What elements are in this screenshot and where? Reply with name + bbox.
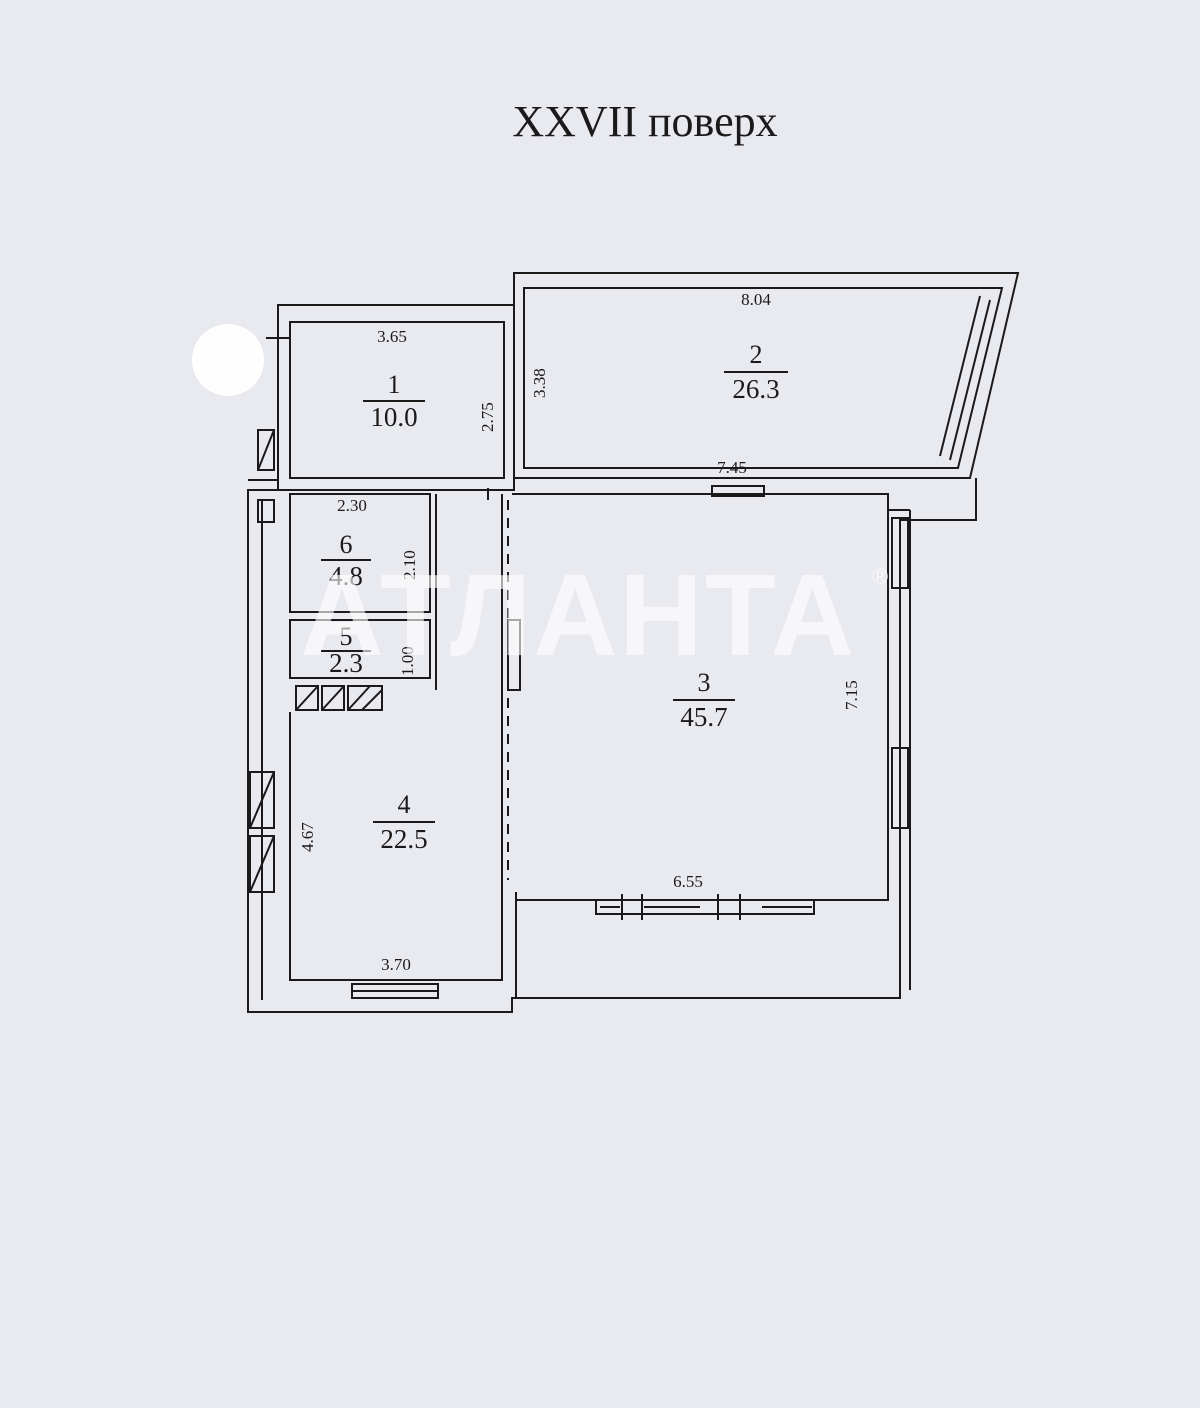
- room-2-rule: [724, 371, 788, 373]
- watermark-logo: АТЛАНТА: [300, 550, 857, 680]
- windows: [266, 337, 909, 999]
- room-6-rule: [321, 559, 371, 561]
- room-3-area: 45.7: [680, 702, 728, 732]
- room-1-walls: [277, 304, 515, 491]
- dim-room-2-height: 3.38: [530, 368, 549, 398]
- room-2-number: 2: [749, 340, 763, 369]
- dim-room-3-height: 7.15: [842, 680, 861, 710]
- room-1-rule: [363, 400, 425, 402]
- room-5-walls: [289, 619, 431, 679]
- watermark-registered-mark: ®: [872, 564, 889, 589]
- dim-room-6-width: 2.30: [337, 496, 367, 515]
- room-5-rule: [321, 650, 371, 652]
- room-1-number: 1: [387, 370, 401, 399]
- dim-room-4-height: 4.67: [298, 822, 317, 852]
- main-shell-walls: [247, 478, 977, 1013]
- room-4-rule: [373, 821, 435, 823]
- room-2-area: 26.3: [732, 374, 780, 404]
- dim-room-1-width: 3.65: [377, 327, 407, 346]
- ventilation-shafts: [249, 429, 383, 893]
- room-2-walls: [513, 272, 1020, 479]
- dim-room-3-bottom: 6.55: [673, 872, 703, 891]
- dim-room-1-height: 2.75: [478, 402, 497, 432]
- room-1-area: 10.0: [370, 402, 418, 432]
- floor-title: XXVII поверх: [512, 97, 778, 146]
- room-5-number: 5: [339, 622, 353, 651]
- room-4-walls: [289, 494, 503, 981]
- room-4-area: 22.5: [380, 824, 428, 854]
- room-4-number: 4: [397, 790, 411, 819]
- room-5-area: 2.3: [329, 648, 363, 678]
- room-3-rule: [673, 699, 735, 701]
- room-6-number: 6: [339, 530, 353, 559]
- dim-room-2-bottom: 7.45: [717, 458, 747, 477]
- dim-room-4-bottom: 3.70: [381, 955, 411, 974]
- room-6-walls: [289, 493, 437, 690]
- room-6-area: 4.8: [329, 561, 363, 591]
- dim-room-2-top: 8.04: [741, 290, 771, 309]
- blur-smudge: [192, 324, 264, 396]
- room-3-walls: [512, 493, 911, 998]
- room-3-number: 3: [697, 668, 711, 697]
